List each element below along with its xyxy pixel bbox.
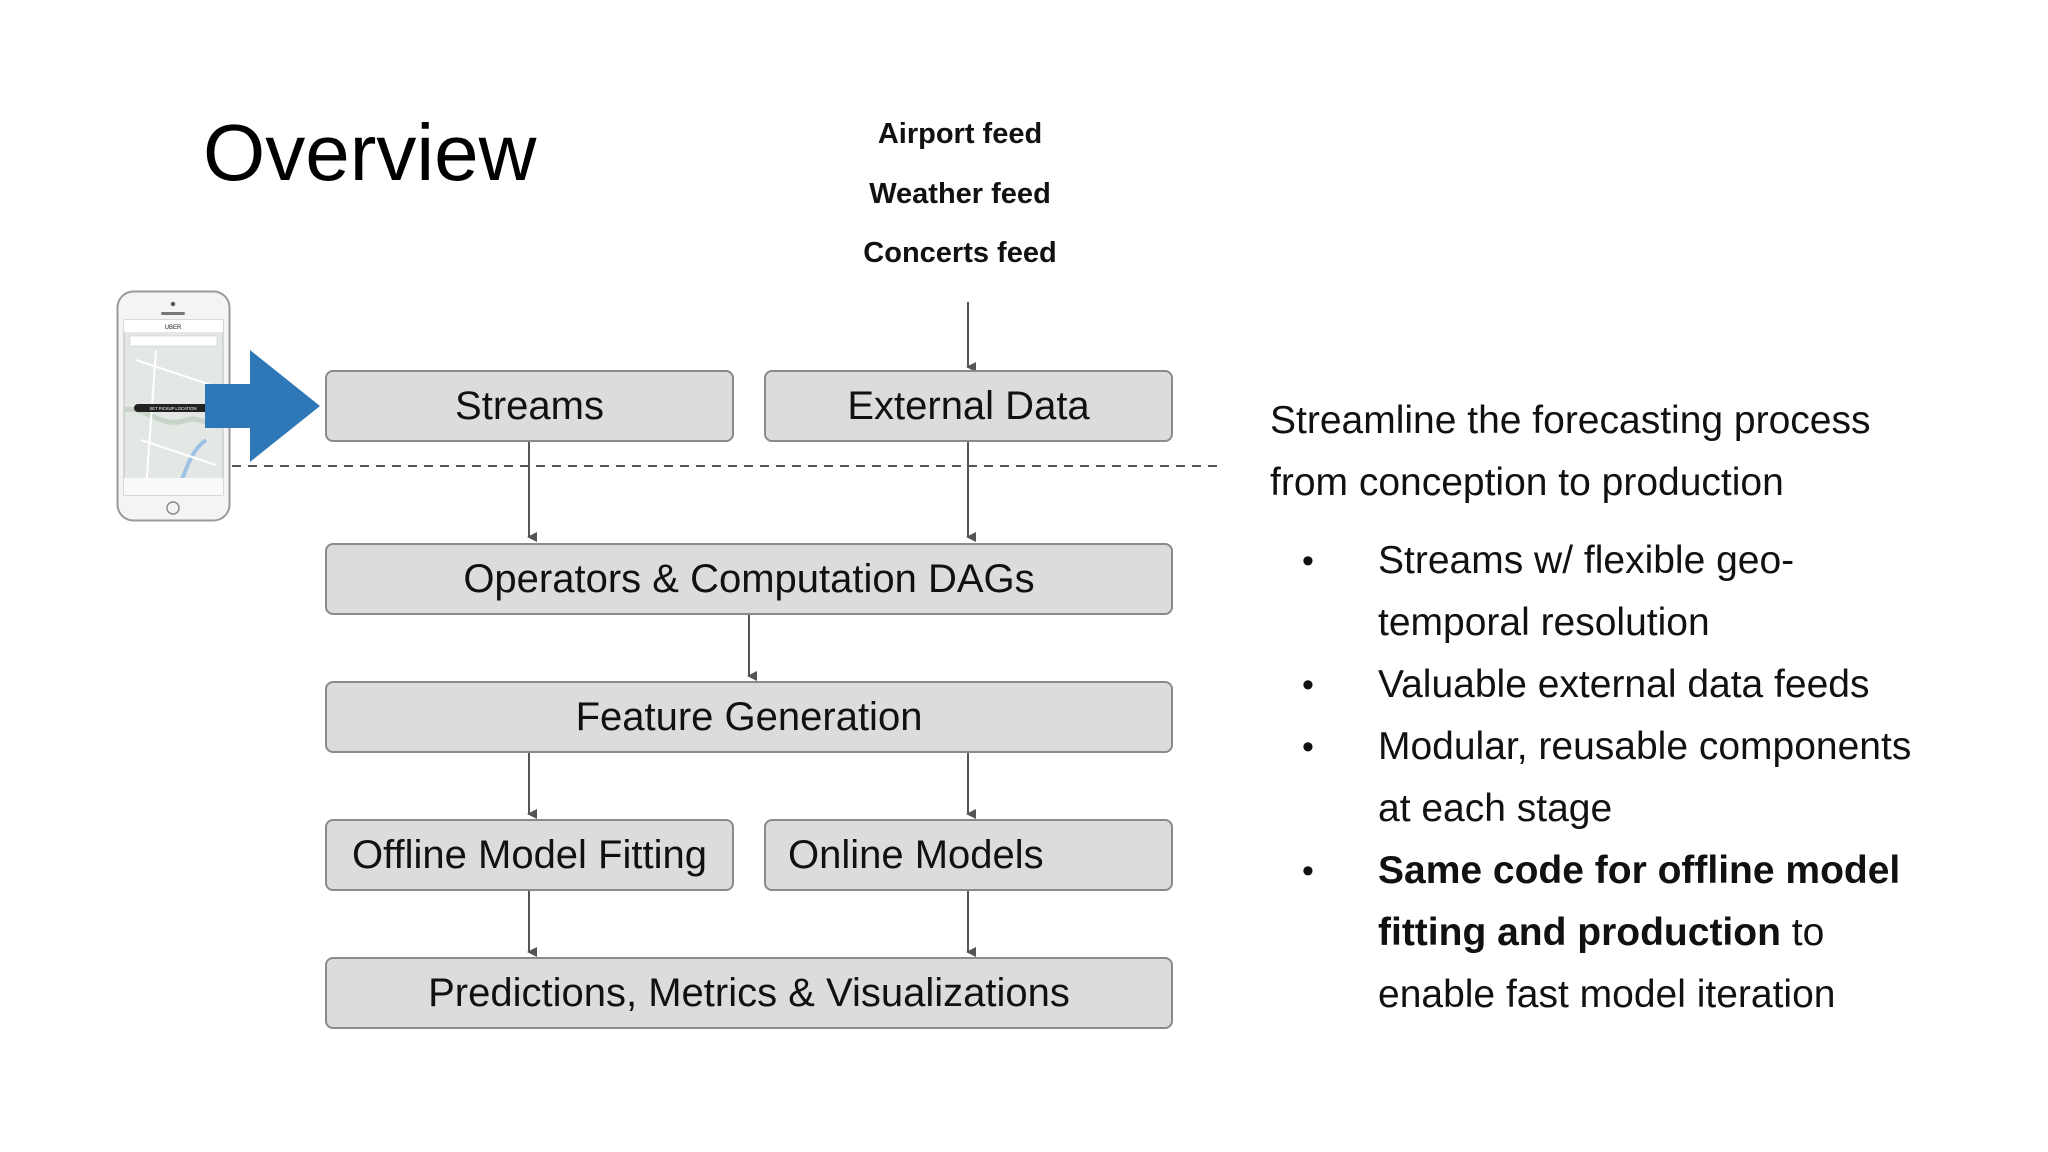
online-models-box: Online Models bbox=[764, 819, 1173, 891]
summary-heading: Streamline the forecasting process from … bbox=[1270, 390, 2010, 514]
predictions-box: Predictions, Metrics & Visualizations bbox=[325, 957, 1173, 1029]
bullet-item: • Valuable external data feeds bbox=[1270, 654, 2030, 716]
bullet-item: • Same code for offline model fitting an… bbox=[1270, 840, 2030, 1026]
summary-heading-line1: Streamline the forecasting process bbox=[1270, 399, 1871, 442]
streams-box: Streams bbox=[325, 370, 734, 442]
operators-box: Operators & Computation DAGs bbox=[325, 543, 1173, 615]
airport-feed-label: Airport feed bbox=[877, 118, 1043, 150]
offline-model-fitting-box: Offline Model Fitting bbox=[325, 819, 734, 891]
bullet-text: Same code for offline model fitting and … bbox=[1378, 840, 1918, 1026]
bullet-text: Valuable external data feeds bbox=[1378, 663, 1870, 706]
bullet-text: Streams w/ flexible geo-temporal resolut… bbox=[1378, 539, 1795, 644]
bullet-text: Modular, reusable components at each sta… bbox=[1378, 725, 1912, 830]
summary-heading-line2: from conception to production bbox=[1270, 461, 1784, 504]
bullet-rest-text: to enable fast model iteration bbox=[1378, 911, 1836, 1016]
phone-pickup-label: SET PICKUP LOCATION bbox=[149, 406, 196, 411]
bullet-dot: • bbox=[1302, 852, 1314, 890]
bullet-item: • Streams w/ flexible geo-temporal resol… bbox=[1270, 530, 2030, 654]
weather-feed-label: Weather feed bbox=[869, 178, 1051, 210]
feature-generation-box: Feature Generation bbox=[325, 681, 1173, 753]
bullet-bold-text: Same code for offline model fitting and … bbox=[1378, 849, 1901, 954]
phone-app-name: UBER bbox=[165, 325, 182, 331]
summary-bullets: • Streams w/ flexible geo-temporal resol… bbox=[1270, 530, 2030, 1026]
bullet-dot: • bbox=[1302, 666, 1314, 704]
bullet-dot: • bbox=[1302, 728, 1314, 766]
bullet-item: • Modular, reusable components at each s… bbox=[1270, 716, 2030, 840]
concerts-feed-label: Concerts feed bbox=[863, 237, 1057, 269]
external-data-box: External Data bbox=[764, 370, 1173, 442]
slide-title: Overview bbox=[203, 108, 537, 197]
bullet-dot: • bbox=[1302, 542, 1314, 580]
blue-arrow-icon bbox=[205, 350, 320, 462]
